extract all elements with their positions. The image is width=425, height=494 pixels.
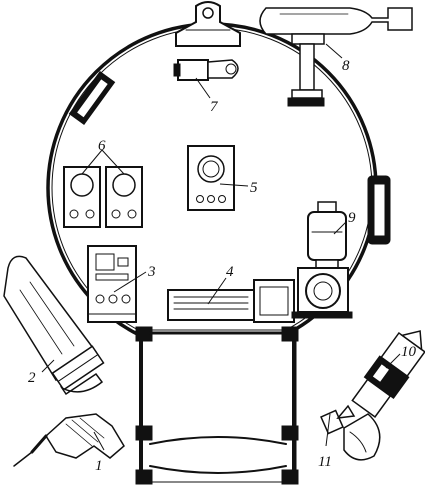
flash-lamp: [351, 330, 425, 419]
pump-unit: [291, 201, 353, 319]
callout-labels: 1 2 3 4 5 6 7 8 9 10 11: [28, 58, 417, 474]
reflector-lamp: [320, 404, 381, 461]
label-6: 6: [98, 138, 106, 154]
label-10: 10: [401, 344, 417, 360]
label-9: 9: [348, 210, 356, 226]
drill: [13, 413, 125, 467]
label-1: 1: [95, 458, 103, 474]
label-11: 11: [318, 454, 332, 470]
searchlight: [259, 7, 413, 107]
leader-lines: [41, 43, 401, 451]
label-3: 3: [147, 264, 156, 280]
label-4: 4: [226, 264, 234, 280]
label-2: 2: [28, 370, 36, 386]
ceiling-lamp: [173, 59, 239, 81]
left-port: [68, 70, 116, 126]
label-5: 5: [250, 180, 258, 196]
meter-panels: [63, 166, 143, 228]
top-bracket: [175, 1, 241, 47]
entrance-tube: [135, 326, 299, 485]
floor-panel: [167, 279, 295, 323]
right-port: [367, 175, 391, 245]
indicator-panel: [187, 145, 235, 211]
label-7: 7: [210, 99, 219, 115]
label-8: 8: [342, 58, 350, 74]
cylinder-lamp: [3, 255, 105, 396]
control-unit: [87, 245, 137, 323]
